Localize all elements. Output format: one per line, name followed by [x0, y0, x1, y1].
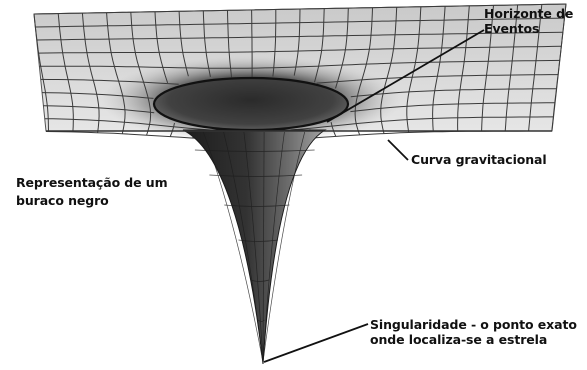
funnel-throat	[182, 129, 327, 365]
event-horizon-ring	[152, 76, 350, 132]
grid-line-longitudinal	[528, 4, 543, 132]
horizon-pointer-line	[326, 29, 485, 123]
grid-line-longitudinal	[551, 3, 567, 132]
grid-line-longitudinal	[57, 13, 74, 132]
grid-line-transverse	[36, 31, 563, 41]
singularity-label-line1: Singularidade - o ponto exato	[370, 317, 577, 332]
funnel-line-ring	[209, 174, 303, 177]
representation-label: Representação de um buraco negro	[16, 174, 168, 210]
gravitational-curve-label: Curva gravitacional	[411, 152, 547, 167]
event-horizon-label-line2: Eventos	[484, 21, 540, 36]
funnel-line-vertical	[243, 131, 264, 363]
grid-line-transverse	[40, 74, 559, 85]
grid-line-longitudinal	[81, 13, 100, 133]
grid-line-transverse	[33, 3, 567, 15]
grid-line-longitudinal	[504, 4, 519, 132]
funnel-line-vertical	[262, 131, 285, 363]
grid-line-longitudinal	[432, 6, 446, 132]
event-horizon-label: Horizonte de Eventos	[484, 6, 573, 36]
representation-label-line2: buraco negro	[16, 193, 109, 208]
funnel-line-ring	[194, 149, 315, 152]
grid-line-longitudinal	[106, 12, 126, 134]
grid-line-longitudinal	[481, 5, 494, 132]
curve-pointer-line	[387, 139, 409, 161]
funnel-line-ring	[238, 239, 278, 242]
grid-line-longitudinal	[330, 8, 349, 137]
grid-line-longitudinal	[406, 6, 422, 133]
grid-line-longitudinal	[354, 7, 373, 136]
grid-line-transverse	[43, 102, 556, 114]
gravitational-curve-label-text: Curva gravitacional	[411, 152, 547, 167]
funnel-line-vertical	[223, 131, 264, 363]
grid-line-transverse	[39, 59, 560, 69]
grid-line-transverse	[44, 116, 554, 132]
funnel-line-vertical	[262, 131, 306, 363]
singularity-label: Singularidade - o ponto exato onde local…	[370, 317, 577, 347]
funnel-line-vertical	[262, 131, 265, 363]
funnel-line-ring	[250, 279, 270, 282]
representation-label-line1: Representação de um	[16, 175, 168, 190]
grid-line-transverse	[35, 17, 565, 28]
grid-line-longitudinal	[130, 12, 152, 136]
funnel-grid	[194, 131, 315, 363]
funnel-line-ring	[257, 319, 265, 322]
grid-line-transverse	[41, 88, 557, 99]
grid-line-longitudinal	[154, 11, 175, 137]
singularity-pointer-line	[263, 323, 369, 363]
grid-line-transverse	[37, 45, 562, 54]
grid-line-longitudinal	[457, 5, 470, 132]
event-horizon-label-line1: Horizonte de	[484, 6, 574, 21]
singularity-label-line2: onde localiza-se a estrela	[370, 332, 548, 347]
grid-line-longitudinal	[33, 13, 49, 132]
grid-line-longitudinal	[380, 7, 398, 134]
funnel-line-vertical	[202, 131, 264, 363]
funnel-line-ring	[224, 204, 290, 207]
